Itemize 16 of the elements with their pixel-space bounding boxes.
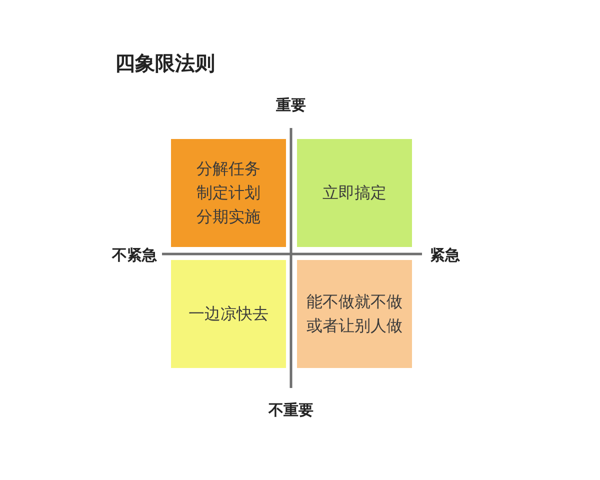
diagram-title: 四象限法则	[115, 50, 215, 77]
axis-label: 不紧急	[112, 246, 157, 264]
quadrant-text: 立即搞定	[322, 182, 386, 204]
quadrant-box	[171, 139, 286, 247]
axis-label: 紧急	[430, 246, 460, 264]
quadrant-box	[297, 139, 412, 247]
quadrant-text: 分期实施	[196, 206, 260, 228]
quadrant-text: 或者让别人做	[306, 315, 402, 337]
axis-label: 不重要	[268, 401, 314, 419]
quadrant-box	[171, 260, 286, 368]
quadrant-text: 一边凉快去	[188, 303, 268, 325]
quadrant-text: 分解任务	[196, 158, 260, 180]
quadrant-box	[297, 260, 412, 368]
quadrant-text: 制定计划	[196, 182, 260, 204]
quadrant-text: 能不做就不做	[306, 291, 402, 313]
axis-label: 重要	[276, 96, 306, 114]
